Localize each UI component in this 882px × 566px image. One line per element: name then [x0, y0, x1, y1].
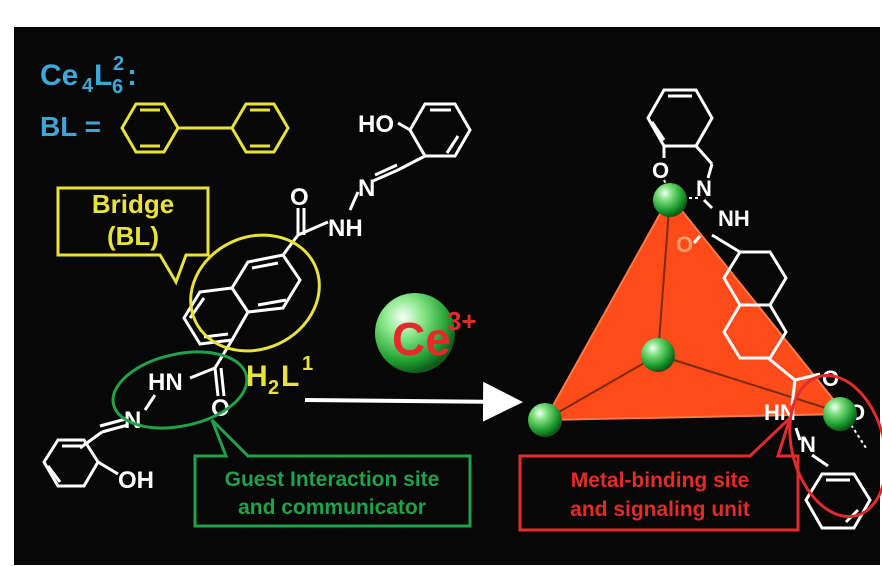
vertex-sphere-center [641, 338, 675, 372]
guest-callout: Guest Interaction site and communicator [111, 350, 472, 528]
ion-charge: 3+ [447, 306, 477, 336]
atom-product-o-right: O [822, 366, 839, 391]
ion-symbol: Ce [392, 313, 451, 365]
metal-highlight-ellipse [788, 373, 882, 519]
bridge-line2: (BL) [107, 221, 159, 251]
atom-nh-top: NH [328, 215, 363, 242]
formula-sup-2: 2 [113, 53, 124, 75]
guest-line2: and communicator [238, 496, 426, 519]
cerium-sphere [375, 293, 455, 373]
guest-line1: Guest Interaction site [225, 468, 440, 491]
atom-ho: HO [358, 111, 394, 138]
atom-product-n-top: N [696, 176, 712, 201]
formula-ce: Ce [40, 59, 78, 92]
ligand-sup-1: 1 [302, 353, 313, 375]
atom-n-left: N [124, 407, 141, 434]
ligand-atom-labels: HO N NH O HN N O OH [118, 111, 394, 494]
ligand-l: L [281, 360, 299, 393]
vertex-sphere-left [528, 403, 562, 437]
formula-sub-6: 6 [112, 76, 123, 98]
guest-highlight-ellipse [111, 350, 249, 430]
metal-callout: Metal-binding site and signaling unit [518, 373, 882, 532]
atom-hn: HN [148, 369, 183, 396]
atom-product-nh: NH [718, 206, 750, 231]
atom-product-o-carbonyl: O [676, 232, 693, 257]
metal-line2: and signaling unit [570, 498, 750, 521]
formula-label: Ce 4 L 2 6 : [40, 53, 137, 98]
atom-product-n-bottom: N [800, 432, 816, 457]
bridge-callout: Bridge (BL) [56, 186, 321, 353]
atom-oh: OH [118, 467, 154, 494]
ligand-h: H [246, 360, 268, 393]
tetrahedron-face [543, 194, 848, 422]
ligand-sub-2: 2 [268, 377, 279, 399]
bridge-highlight-ellipse [189, 233, 321, 353]
atom-o-top: O [290, 184, 309, 211]
ligand-label: H 2 L 1 [246, 353, 313, 399]
cerium-vertices [528, 183, 857, 437]
biphenyl-structure [120, 102, 290, 154]
vertex-sphere-right [823, 397, 857, 431]
vertex-sphere-top [653, 183, 687, 217]
cerium-ion: Ce 3+ [375, 293, 477, 373]
bl-label: BL = [40, 111, 101, 142]
atom-n-top: N [358, 175, 375, 202]
tetrahedron-cage [543, 194, 848, 422]
reaction-arrow [304, 381, 523, 422]
metal-line1: Metal-binding site [571, 469, 750, 492]
bridge-line1: Bridge [92, 189, 174, 219]
formula-sub-4: 4 [82, 75, 94, 97]
product-ligand-structure [646, 88, 872, 530]
atom-product-o-top: O [652, 158, 669, 183]
formula-l: L [94, 59, 112, 92]
ligand-structure [42, 102, 472, 488]
formula-colon: : [127, 59, 137, 92]
